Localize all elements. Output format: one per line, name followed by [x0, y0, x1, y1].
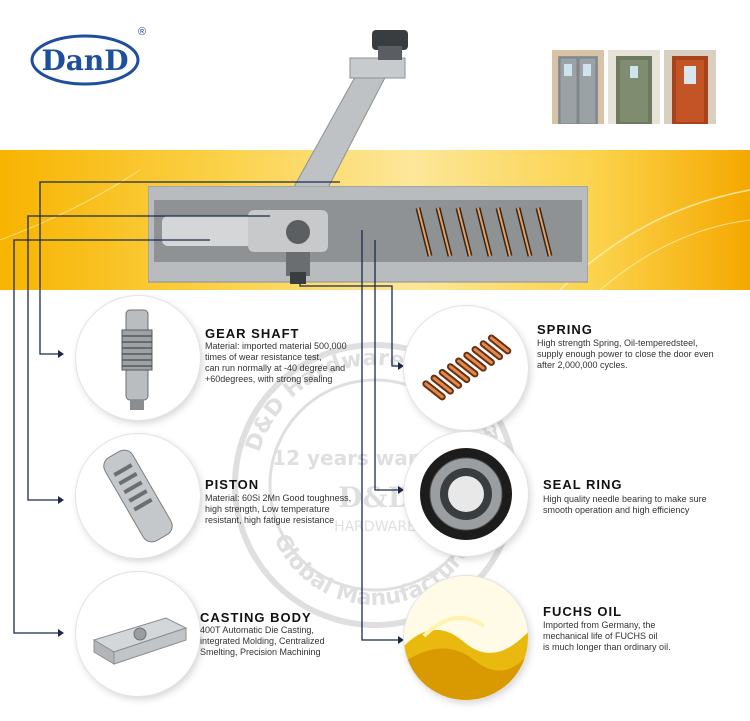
piston-desc: Material: 60Si 2Mn Good toughness, high …	[205, 493, 352, 525]
gear-shaft-image	[76, 296, 200, 420]
piston-image	[76, 434, 200, 558]
piston-title: PISTON	[205, 477, 260, 492]
seal-ring-title: SEAL RING	[543, 477, 623, 492]
door-image-1	[552, 50, 604, 124]
spring-image	[404, 306, 528, 430]
seal-ring-desc: High quality needle bearing to make sure…	[543, 494, 707, 515]
spring-desc: High strength Spring, Oil-temperedsteel,…	[537, 338, 714, 370]
door-image-3	[664, 50, 716, 124]
brand-logo: DanD	[30, 34, 140, 86]
gear-shaft-desc: Material: imported material 500,000 time…	[205, 341, 347, 384]
casting-body-image	[76, 572, 200, 696]
fuchs-oil-title: FUCHS OIL	[543, 604, 623, 619]
seal-ring-image	[404, 432, 528, 556]
spring-title: SPRING	[537, 322, 593, 337]
door-image-2	[608, 50, 660, 124]
casting-body-title: CASTING BODY	[200, 610, 312, 625]
registered-mark: ®	[138, 26, 147, 38]
gear-shaft-title: GEAR SHAFT	[205, 326, 300, 341]
closer-arm	[284, 30, 408, 204]
fuchs-oil-image	[404, 576, 528, 700]
casting-body-desc: 400T Automatic Die Casting, integrated M…	[200, 625, 325, 657]
logo-text: DanD	[41, 43, 129, 77]
fuchs-oil-desc: Imported from Germany, the mechanical li…	[543, 620, 671, 652]
closer-body	[148, 186, 588, 284]
